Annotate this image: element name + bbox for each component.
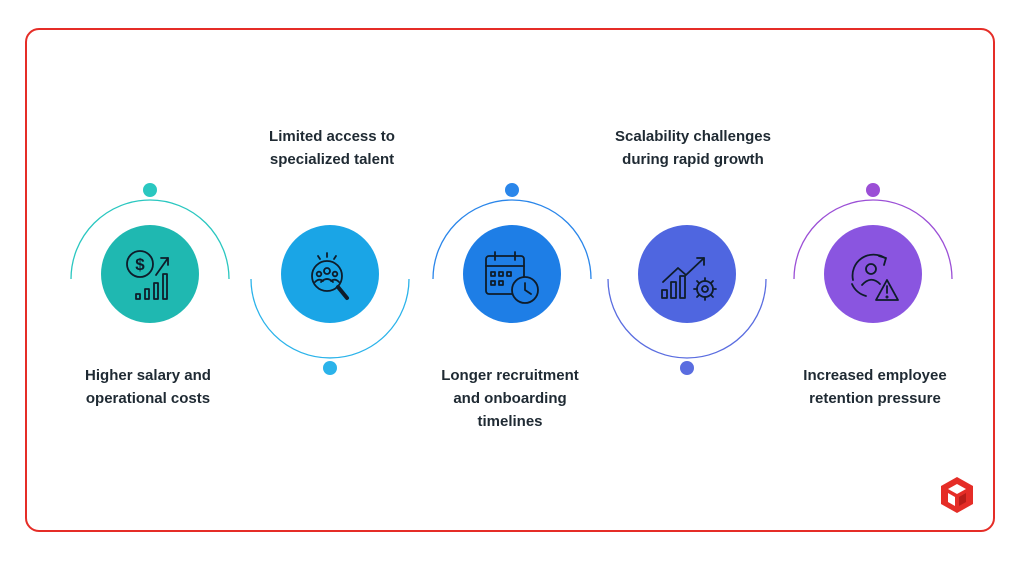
ring-dot (505, 183, 519, 197)
label-retention: Increased employee retention pressure (803, 367, 947, 407)
ring-arc (607, 278, 767, 359)
label-cost: Higher salary and operational costs (85, 367, 211, 407)
employee-warning-icon (851, 253, 899, 301)
ring-arc (70, 199, 230, 280)
ring-arc (250, 278, 410, 359)
ring-arc (793, 199, 953, 280)
step-cost: $ (70, 183, 230, 323)
content-frame (25, 28, 995, 532)
label-scale: Scalability challenges during rapid grow… (615, 128, 771, 168)
step-circle (281, 225, 379, 323)
svg-text:$: $ (135, 255, 145, 274)
step-talent (250, 225, 410, 375)
talent-search-icon (311, 252, 349, 300)
step-retention (793, 183, 953, 323)
ring-dot (323, 361, 337, 375)
ring-dot (143, 183, 157, 197)
dollar-growth-chart-icon: $ (126, 250, 169, 300)
ring-dot (866, 183, 880, 197)
calendar-clock-icon (485, 251, 539, 304)
label-talent: Limited access to specialized talent (269, 128, 395, 168)
step-circle (101, 225, 199, 323)
growth-gear-icon (661, 257, 717, 301)
step-circle (463, 225, 561, 323)
ring-arc (432, 199, 592, 280)
step-scale (607, 225, 767, 375)
step-timeline (432, 183, 592, 323)
brand-logo-icon (941, 477, 973, 513)
ring-dot (680, 361, 694, 375)
label-timeline: Longer recruitment and onboarding timeli… (441, 367, 579, 430)
